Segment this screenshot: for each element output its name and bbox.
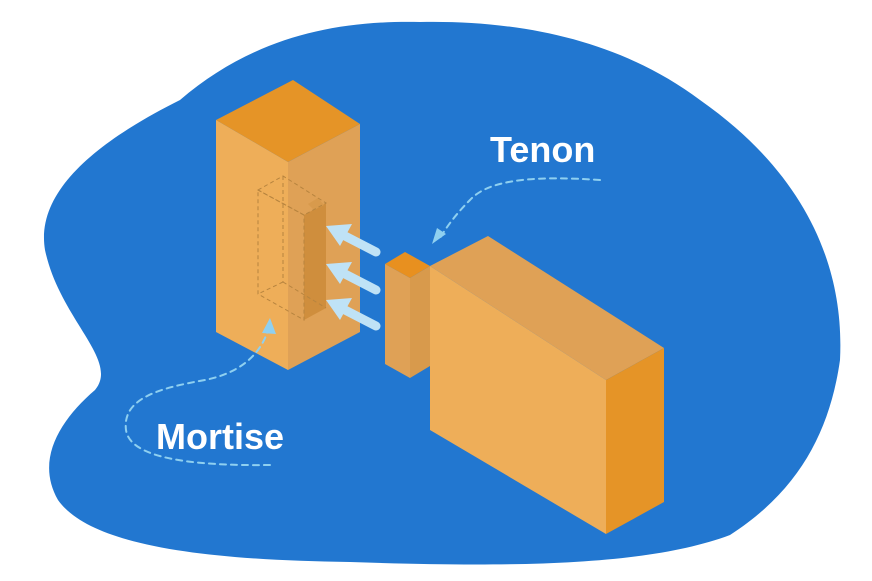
- tenon-beam-top: [430, 236, 664, 380]
- tenon-beam-front: [430, 266, 606, 534]
- tenon-tongue-side: [410, 266, 430, 378]
- tenon-pointer-arrowhead: [432, 228, 446, 244]
- insertion-arrows: [326, 224, 381, 331]
- mortise-pointer-line: [124, 329, 271, 467]
- mortise-block: [216, 80, 360, 370]
- insertion-arrow-1: [326, 224, 381, 257]
- mortise-hole-wall: [304, 203, 326, 320]
- tenon-label: Tenon: [490, 129, 595, 170]
- mortise-hidden-edges: [256, 175, 327, 321]
- mortise-hole-back: [308, 198, 324, 210]
- tenon-beam-end: [606, 348, 664, 534]
- tenon-block: [385, 236, 664, 534]
- mortise-front-face: [216, 120, 288, 370]
- mortise-top-face: [216, 80, 360, 162]
- insertion-arrow-2: [326, 262, 381, 295]
- tenon-pointer-line: [439, 177, 601, 239]
- tenon-tongue-front: [385, 264, 410, 378]
- mortise-label: Mortise: [156, 416, 284, 457]
- tenon-tongue-top: [385, 252, 430, 278]
- insertion-arrow-3: [326, 298, 381, 331]
- mortise-pointer-arrowhead: [262, 318, 276, 334]
